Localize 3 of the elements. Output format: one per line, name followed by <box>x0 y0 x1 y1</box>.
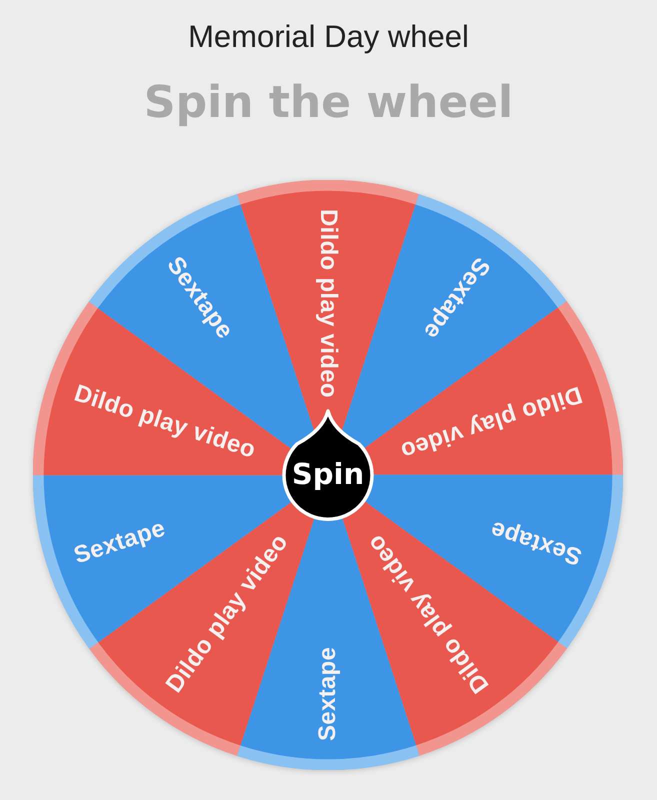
segment-label: Sextape <box>71 516 168 569</box>
page-title: Memorial Day wheel <box>188 21 469 54</box>
wheel-heading: Spin the wheel <box>144 80 514 126</box>
